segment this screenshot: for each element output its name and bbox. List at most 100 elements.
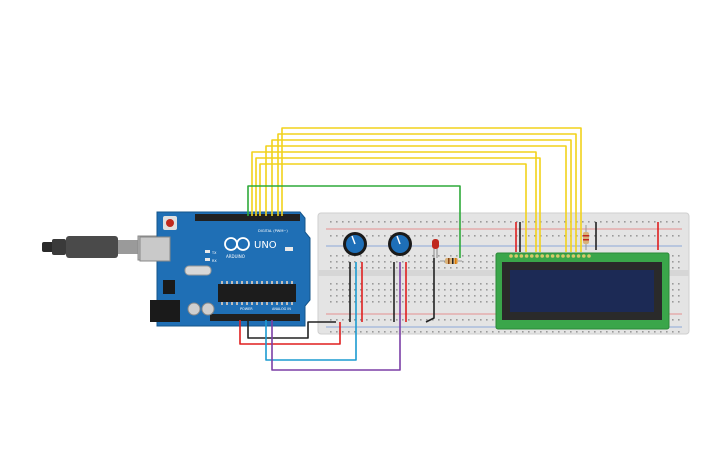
breadboard-hole	[468, 235, 470, 237]
breadboard-hole	[330, 255, 332, 257]
breadboard-hole	[426, 295, 428, 297]
breadboard-hole	[648, 221, 650, 223]
breadboard-hole	[456, 331, 458, 333]
breadboard-hole	[672, 221, 674, 223]
lcd-pin	[561, 254, 565, 258]
breadboard-hole	[354, 331, 356, 333]
breadboard-hole	[546, 331, 548, 333]
breadboard-hole	[504, 331, 506, 333]
breadboard-hole	[384, 283, 386, 285]
breadboard-hole	[330, 267, 332, 269]
breadboard-hole	[354, 221, 356, 223]
breadboard-hole	[426, 319, 428, 321]
breadboard-hole	[372, 255, 374, 257]
wire-data-2[interactable]	[255, 157, 541, 252]
lcd-pin	[582, 254, 586, 258]
chip-pin	[231, 302, 233, 305]
breadboard-hole	[336, 295, 338, 297]
red-led[interactable]	[432, 239, 439, 258]
breadboard-hole	[678, 295, 680, 297]
lcd-pin	[535, 254, 539, 258]
breadboard-hole	[342, 331, 344, 333]
wire-data-4[interactable]	[265, 145, 567, 252]
breadboard-hole	[354, 319, 356, 321]
wire-led-signal[interactable]	[247, 185, 461, 258]
breadboard-hole	[438, 319, 440, 321]
breadboard-hole	[348, 283, 350, 285]
wire-data-7[interactable]	[281, 127, 582, 252]
breadboard-hole	[426, 261, 428, 263]
breadboard-hole	[390, 295, 392, 297]
breadboard-hole	[468, 261, 470, 263]
breadboard-hole	[654, 235, 656, 237]
power-jack	[150, 300, 180, 322]
breadboard-hole	[456, 255, 458, 257]
wire-data-5[interactable]	[271, 139, 572, 252]
breadboard-hole	[462, 261, 464, 263]
breadboard-hole	[438, 255, 440, 257]
breadboard-hole	[480, 221, 482, 223]
wire-gnd[interactable]	[247, 320, 336, 339]
breadboard-hole	[618, 235, 620, 237]
breadboard-hole	[474, 301, 476, 303]
breadboard-hole	[444, 221, 446, 223]
potentiometer-2[interactable]	[388, 232, 412, 256]
breadboard-hole	[492, 319, 494, 321]
breadboard-hole	[384, 267, 386, 269]
lcd-pin	[524, 254, 529, 258]
breadboard-hole	[336, 235, 338, 237]
resistor-lcd-backlight[interactable]	[583, 225, 589, 250]
breadboard-hole	[468, 283, 470, 285]
breadboard-hole	[354, 295, 356, 297]
breadboard-hole	[474, 255, 476, 257]
arduino-uno-board[interactable]: UNO ARDUINO DIGITAL (PWM~) POWER ANALOG …	[139, 211, 311, 327]
breadboard-hole	[498, 235, 500, 237]
breadboard-hole	[408, 295, 410, 297]
breadboard-hole	[396, 295, 398, 297]
breadboard-hole	[420, 301, 422, 303]
breadboard-hole	[486, 267, 488, 269]
breadboard-hole	[474, 289, 476, 291]
breadboard-hole	[468, 267, 470, 269]
chip-pin	[226, 302, 228, 305]
analog-power-header	[210, 314, 300, 321]
breadboard-hole	[342, 221, 344, 223]
breadboard-hole	[366, 235, 368, 237]
wire-led-gnd[interactable]	[425, 258, 435, 323]
lcd-module[interactable]	[495, 252, 670, 330]
breadboard-hole	[462, 283, 464, 285]
breadboard-hole	[558, 235, 560, 237]
breadboard-hole	[480, 331, 482, 333]
breadboard-hole	[378, 283, 380, 285]
potentiometer-1[interactable]	[343, 232, 367, 256]
breadboard-hole	[618, 221, 620, 223]
wire-data-6[interactable]	[277, 133, 577, 252]
usb-cable[interactable]	[42, 235, 161, 261]
breadboard-hole	[474, 319, 476, 321]
breadboard-hole	[462, 267, 464, 269]
breadboard-hole	[402, 331, 404, 333]
chip-pin	[281, 281, 283, 284]
wire-data-3[interactable]	[259, 163, 527, 252]
breadboard-hole	[336, 319, 338, 321]
breadboard-hole	[408, 267, 410, 269]
resistor[interactable]	[440, 258, 462, 264]
breadboard-hole	[330, 331, 332, 333]
wire-data-1[interactable]	[251, 151, 537, 252]
breadboard-hole	[492, 235, 494, 237]
breadboard-hole	[432, 261, 434, 263]
breadboard-hole	[462, 295, 464, 297]
wire-5v[interactable]	[239, 320, 341, 345]
breadboard-hole	[630, 235, 632, 237]
breadboard-hole	[366, 301, 368, 303]
breadboard-hole	[546, 221, 548, 223]
wire-analog-a0[interactable]	[265, 262, 357, 361]
wire-analog-a1[interactable]	[271, 262, 401, 371]
breadboard-hole	[474, 295, 476, 297]
breadboard-hole	[648, 235, 650, 237]
breadboard-hole	[594, 235, 596, 237]
lcd-screen	[510, 270, 654, 312]
breadboard-hole	[366, 221, 368, 223]
breadboard-hole	[432, 267, 434, 269]
